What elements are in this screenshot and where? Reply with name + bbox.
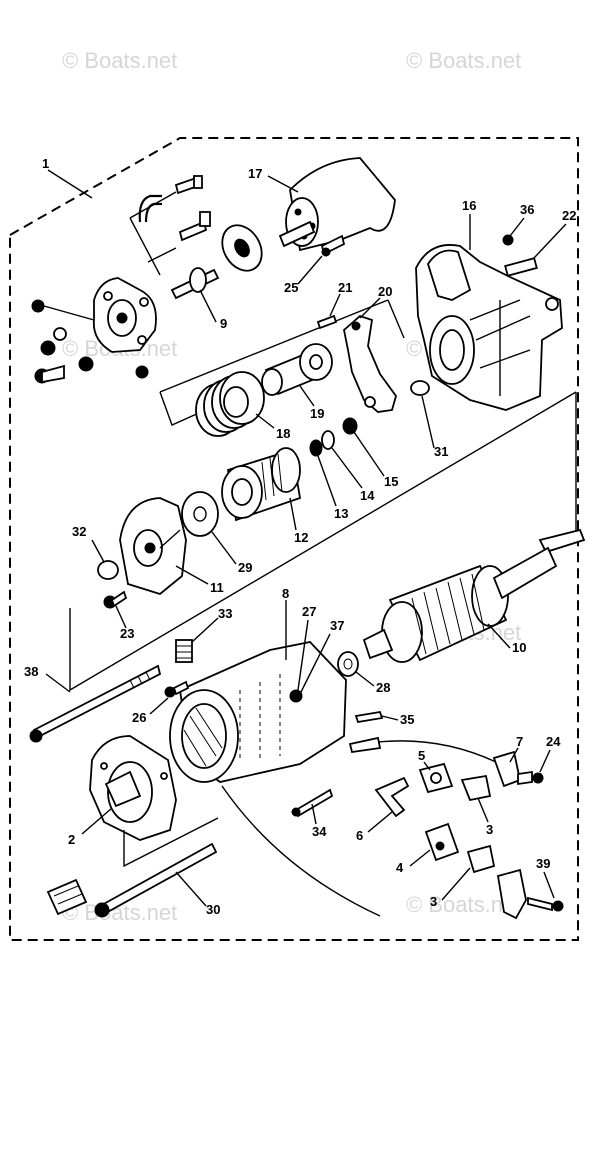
label-9: 9 <box>220 316 227 331</box>
label-13: 13 <box>334 506 348 521</box>
label-29: 29 <box>238 560 252 575</box>
solenoid-group <box>129 157 396 300</box>
label-26: 26 <box>132 710 146 725</box>
plunger-lever-group <box>195 314 397 457</box>
label-37: 37 <box>330 618 344 633</box>
label-7: 7 <box>516 734 523 749</box>
end-cover-group <box>31 277 157 384</box>
clutch-pinion <box>221 447 302 522</box>
label-3: 3 <box>486 822 493 837</box>
label-34: 34 <box>312 824 327 839</box>
label-10: 10 <box>512 640 526 655</box>
through-bolt <box>29 664 162 743</box>
label-1: 1 <box>42 156 49 171</box>
bolt <box>103 590 128 609</box>
center-plate <box>119 497 187 596</box>
brush-components <box>291 710 564 920</box>
through-bolt <box>94 842 218 918</box>
yoke-field-coil <box>164 639 381 917</box>
label-30: 30 <box>206 902 220 917</box>
label-25: 25 <box>284 280 298 295</box>
commutator-end-frame <box>89 735 177 841</box>
label-27: 27 <box>302 604 316 619</box>
label-28: 28 <box>376 680 390 695</box>
label-14: 14 <box>360 488 375 503</box>
label-16: 16 <box>462 198 476 213</box>
leader-line <box>47 169 93 199</box>
armature <box>362 528 586 663</box>
watermark: © Boats.net <box>406 48 521 73</box>
drive-housing <box>410 234 563 411</box>
label-20: 20 <box>378 284 392 299</box>
label-32: 32 <box>72 524 86 539</box>
label-17: 17 <box>248 166 262 181</box>
label-21: 21 <box>338 280 352 295</box>
label-36: 36 <box>520 202 534 217</box>
label-11: 11 <box>210 580 224 595</box>
label-12: 12 <box>294 530 308 545</box>
label-38: 38 <box>24 664 38 679</box>
label-3: 3 <box>430 894 437 909</box>
grommet <box>46 878 88 916</box>
label-23: 23 <box>120 626 134 641</box>
watermark: © Boats.net <box>62 48 177 73</box>
label-4: 4 <box>396 860 404 875</box>
label-35: 35 <box>400 712 414 727</box>
label-2: 2 <box>68 832 75 847</box>
label-18: 18 <box>276 426 290 441</box>
label-33: 33 <box>218 606 232 621</box>
bushing <box>97 560 119 580</box>
label-8: 8 <box>282 586 289 601</box>
section-bracket <box>69 391 577 692</box>
label-31: 31 <box>434 444 448 459</box>
section-bracket <box>123 817 219 868</box>
label-6: 6 <box>356 828 363 843</box>
label-5: 5 <box>418 748 425 763</box>
label-19: 19 <box>310 406 324 421</box>
part-number-labels: 1 17 16 36 22 25 21 20 9 19 18 31 15 14 … <box>24 156 576 917</box>
label-39: 39 <box>536 856 550 871</box>
label-24: 24 <box>546 734 561 749</box>
label-22: 22 <box>562 208 576 223</box>
label-15: 15 <box>384 474 398 489</box>
